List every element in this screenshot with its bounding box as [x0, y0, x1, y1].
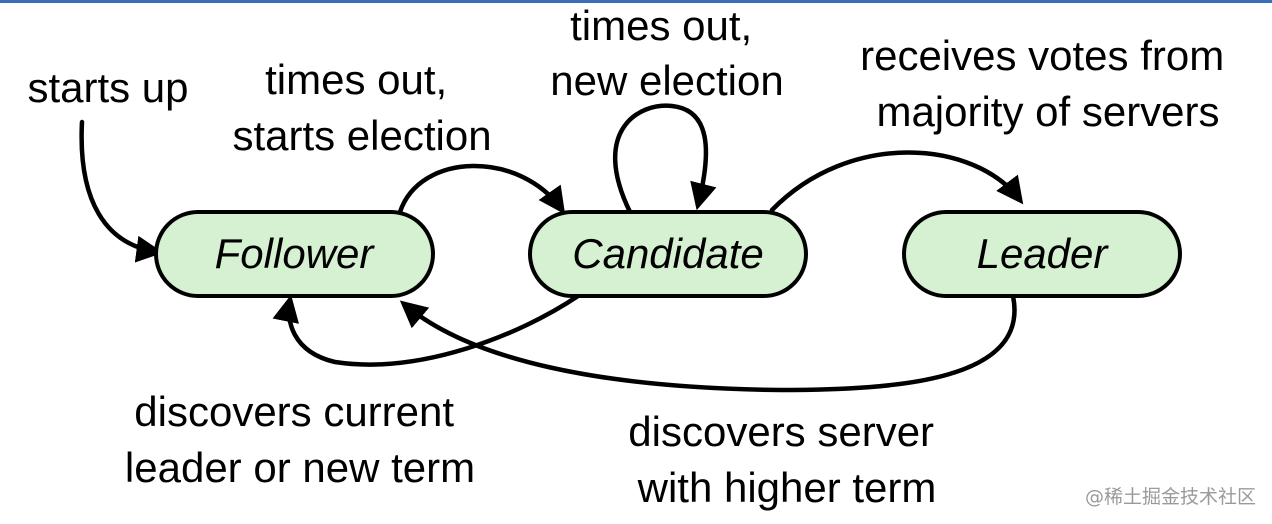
edge-follower-to-candidate	[397, 163, 566, 215]
label-candidate-to-follower-line-2: leader or new term	[125, 444, 475, 491]
state-follower-label: Follower	[215, 230, 376, 277]
edge-candidate-self-loop	[612, 103, 717, 215]
state-follower: Follower	[154, 210, 435, 298]
state-follower-shape	[154, 210, 435, 298]
label-follower-to-candidate: times out, starts election	[232, 56, 491, 159]
label-starts-up: starts up	[27, 64, 188, 111]
label-follower-to-candidate-line-1: times out,	[265, 56, 447, 103]
label-leader-to-follower: discovers server with higher term	[628, 408, 945, 511]
edge-leader-to-follower	[399, 293, 1017, 393]
edges	[79, 103, 1024, 393]
label-follower-to-candidate-line-2: starts election	[232, 112, 491, 159]
edge-candidate-to-leader	[769, 150, 1024, 213]
state-leader: Leader	[902, 210, 1182, 298]
label-candidate-to-follower-line-1: discovers current	[134, 388, 454, 435]
state-leader-shape	[902, 210, 1182, 298]
state-leader-label: Leader	[977, 230, 1110, 277]
state-candidate-shape	[528, 210, 808, 298]
edge-starts-up	[79, 119, 164, 263]
edge-candidate-to-follower	[272, 293, 581, 367]
label-candidate-to-leader-line-2: majority of servers	[876, 88, 1219, 135]
label-candidate-to-leader-line-1: receives votes from	[860, 32, 1224, 79]
label-candidate-self: times out, new election	[550, 2, 783, 104]
label-candidate-to-follower: discovers current leader or new term	[125, 388, 475, 491]
label-candidate-to-leader: receives votes from majority of servers	[860, 32, 1236, 135]
label-leader-to-follower-line-2: with higher term	[637, 464, 937, 511]
label-candidate-self-line-1: times out,	[570, 2, 752, 49]
state-candidate: Candidate	[528, 210, 808, 298]
top-rule	[0, 0, 1272, 3]
label-leader-to-follower-line-1: discovers server	[628, 408, 934, 455]
label-starts-up-line-1: starts up	[27, 64, 188, 111]
state-candidate-label: Candidate	[572, 230, 763, 277]
label-candidate-self-line-2: new election	[550, 57, 783, 104]
watermark: @稀土掘金技术社区	[1085, 486, 1256, 508]
